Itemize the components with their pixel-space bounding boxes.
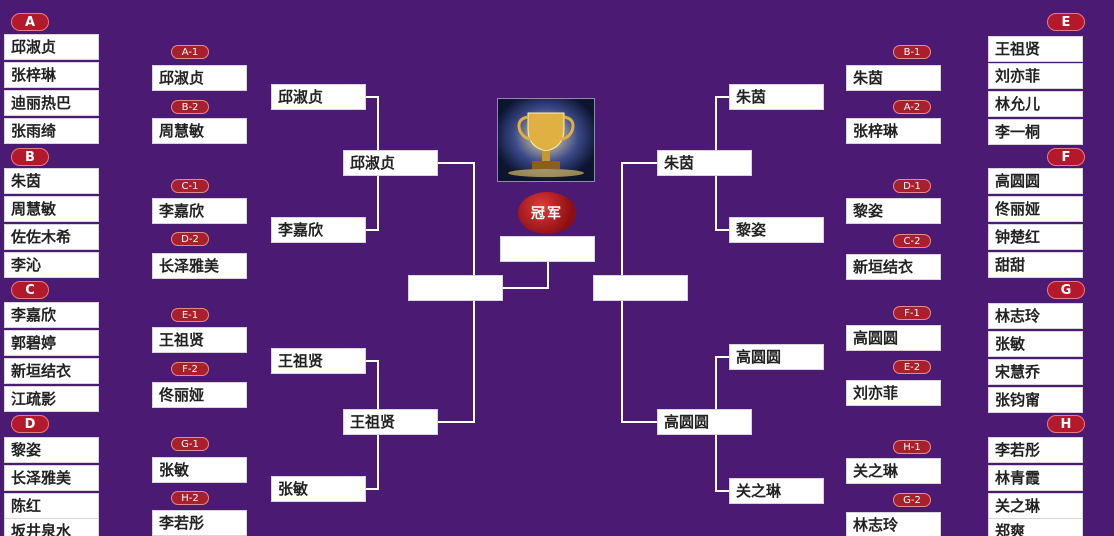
group-f-player: 高圆圆 — [988, 168, 1083, 194]
round1-left-slot: 李若彤 — [152, 510, 247, 536]
quarter-left-slot: 张敏 — [271, 476, 366, 502]
group-b-player: 朱茵 — [4, 168, 99, 194]
group-h-player: 郑爽 — [988, 518, 1083, 536]
group-a-player: 张雨绮 — [4, 118, 99, 144]
seed-pill: G-2 — [893, 493, 931, 507]
group-h-player: 关之琳 — [988, 493, 1083, 519]
group-d-player: 长泽雅美 — [4, 465, 99, 491]
round1-left-slot: 佟丽娅 — [152, 382, 247, 408]
quarter-left-slot: 王祖贤 — [271, 348, 366, 374]
group-b-label: B — [11, 148, 49, 166]
round1-right-slot: 朱茵 — [846, 65, 941, 91]
seed-pill: H-2 — [171, 491, 209, 505]
round1-right-slot: 刘亦菲 — [846, 380, 941, 406]
group-d-player: 黎姿 — [4, 437, 99, 463]
round1-right-slot: 新垣结衣 — [846, 254, 941, 280]
seed-pill: H-1 — [893, 440, 931, 454]
seed-pill: A-1 — [171, 45, 209, 59]
champion-badge: 冠军 — [518, 192, 576, 234]
group-h-player: 李若彤 — [988, 437, 1083, 463]
seed-pill: F-2 — [171, 362, 209, 376]
round1-right-slot: 高圆圆 — [846, 325, 941, 351]
group-e-player: 林允儿 — [988, 91, 1083, 117]
seed-pill: C-1 — [171, 179, 209, 193]
group-c-player: 新垣结衣 — [4, 358, 99, 384]
quarter-right-slot: 朱茵 — [729, 84, 824, 110]
seed-pill: B-1 — [893, 45, 931, 59]
group-h-player: 林青霞 — [988, 465, 1083, 491]
round1-left-slot: 周慧敏 — [152, 118, 247, 144]
semi-left-slot: 邱淑贞 — [343, 150, 438, 176]
round1-left-slot: 王祖贤 — [152, 327, 247, 353]
quarter-right-slot: 黎姿 — [729, 217, 824, 243]
group-f-player: 钟楚红 — [988, 224, 1083, 250]
semi-left-slot: 王祖贤 — [343, 409, 438, 435]
quarter-left-slot: 李嘉欣 — [271, 217, 366, 243]
seed-pill: F-1 — [893, 306, 931, 320]
seed-pill: G-1 — [171, 437, 209, 451]
champion-slot — [500, 236, 595, 262]
group-c-player: 郭碧婷 — [4, 330, 99, 356]
round1-right-slot: 林志玲 — [846, 512, 941, 536]
group-c-player: 李嘉欣 — [4, 302, 99, 328]
seed-pill: B-2 — [171, 100, 209, 114]
seed-pill: E-2 — [893, 360, 931, 374]
group-f-label: F — [1047, 148, 1085, 166]
group-c-player: 江疏影 — [4, 386, 99, 412]
semi-right-slot: 朱茵 — [657, 150, 752, 176]
group-e-label: E — [1047, 13, 1085, 31]
round1-right-slot: 张梓琳 — [846, 118, 941, 144]
group-b-player: 佐佐木希 — [4, 224, 99, 250]
group-c-label: C — [11, 281, 49, 299]
group-b-player: 李沁 — [4, 252, 99, 278]
group-d-player: 陈红 — [4, 493, 99, 519]
seed-pill: D-2 — [171, 232, 209, 246]
trophy-image — [497, 98, 595, 182]
group-g-player: 林志玲 — [988, 303, 1083, 329]
group-e-player: 王祖贤 — [988, 36, 1083, 62]
final-left-slot — [408, 275, 503, 301]
group-f-player: 佟丽娅 — [988, 196, 1083, 222]
seed-pill: C-2 — [893, 234, 931, 248]
group-e-player: 李一桐 — [988, 119, 1083, 145]
round1-left-slot: 李嘉欣 — [152, 198, 247, 224]
group-e-player: 刘亦菲 — [988, 63, 1083, 89]
group-g-player: 宋慧乔 — [988, 359, 1083, 385]
group-a-label: A — [11, 13, 49, 31]
group-f-player: 甜甜 — [988, 252, 1083, 278]
round1-left-slot: 长泽雅美 — [152, 253, 247, 279]
group-g-player: 张钧甯 — [988, 387, 1083, 413]
seed-pill: E-1 — [171, 308, 209, 322]
quarter-left-slot: 邱淑贞 — [271, 84, 366, 110]
group-h-label: H — [1047, 415, 1085, 433]
group-b-player: 周慧敏 — [4, 196, 99, 222]
final-right-slot — [593, 275, 688, 301]
group-a-player: 张梓琳 — [4, 62, 99, 88]
group-g-label: G — [1047, 281, 1085, 299]
quarter-right-slot: 关之琳 — [729, 478, 824, 504]
round1-left-slot: 邱淑贞 — [152, 65, 247, 91]
trophy-icon — [498, 99, 594, 181]
quarter-right-slot: 高圆圆 — [729, 344, 824, 370]
seed-pill: A-2 — [893, 100, 931, 114]
round1-right-slot: 关之琳 — [846, 458, 941, 484]
group-g-player: 张敏 — [988, 331, 1083, 357]
seed-pill: D-1 — [893, 179, 931, 193]
group-a-player: 邱淑贞 — [4, 34, 99, 60]
group-a-player: 迪丽热巴 — [4, 90, 99, 116]
round1-left-slot: 张敏 — [152, 457, 247, 483]
round1-right-slot: 黎姿 — [846, 198, 941, 224]
group-d-player: 坂井泉水 — [4, 518, 99, 536]
semi-right-slot: 高圆圆 — [657, 409, 752, 435]
group-d-label: D — [11, 415, 49, 433]
